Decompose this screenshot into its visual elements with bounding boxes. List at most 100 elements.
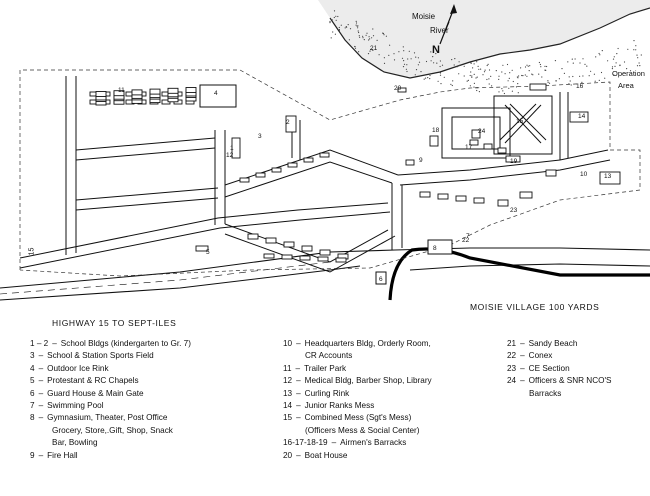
- building: [299, 255, 311, 261]
- stipple-dot: [579, 62, 581, 64]
- building: [497, 147, 507, 154]
- stipple-dot: [511, 90, 513, 92]
- stipple-dot: [484, 69, 486, 71]
- legend-dash: –: [296, 413, 301, 423]
- legend-item: 10–Headquarters Bldg, Orderly Room,: [283, 338, 432, 350]
- stipple-dot: [362, 35, 364, 37]
- legend-item: 11–Trailer Park: [283, 363, 432, 375]
- stipple-dot: [348, 39, 350, 41]
- bldg-15: 15: [516, 118, 524, 125]
- stipple-dot: [540, 66, 542, 68]
- building: [255, 172, 266, 178]
- stipple-dot: [437, 80, 439, 82]
- side-road-label: 15: [28, 247, 36, 256]
- legend-text: Junior Ranks Mess: [304, 401, 375, 411]
- stipple-dot: [604, 77, 606, 79]
- stipple-dot: [555, 80, 557, 82]
- stipple-dot: [463, 65, 465, 67]
- stipple-dot: [329, 22, 331, 24]
- legend-number: 21: [507, 339, 517, 348]
- operation-area-label: Operation Area: [612, 68, 645, 92]
- stipple-dot: [617, 47, 619, 50]
- stipple-dot: [476, 61, 478, 63]
- stipple-dot: [607, 60, 609, 62]
- legend-number: 20: [283, 450, 293, 460]
- stipple-dot: [508, 77, 510, 79]
- stipple-dot: [471, 76, 473, 78]
- bldg-9: 9: [419, 157, 423, 164]
- legend-number: 16-17-18-19: [283, 438, 328, 448]
- stipple-dot: [333, 16, 335, 19]
- stipple-dot: [439, 74, 442, 76]
- stipple-dot: [385, 35, 387, 37]
- stipple-dot: [521, 74, 523, 77]
- stipple-dot: [469, 85, 471, 87]
- stipple-dot: [482, 74, 484, 76]
- building: [247, 233, 259, 240]
- building: [469, 139, 479, 146]
- stipple-dot: [471, 75, 473, 77]
- building: [519, 191, 533, 199]
- legend-dash: –: [296, 376, 301, 386]
- building: [167, 87, 179, 94]
- stipple-dot: [402, 66, 405, 68]
- building: [483, 143, 493, 150]
- stipple-dot: [594, 80, 596, 82]
- stipple-dot: [332, 31, 334, 33]
- stipple-dot: [579, 75, 581, 77]
- stipple-dot: [354, 47, 357, 49]
- legend-number: 11: [283, 363, 292, 373]
- legend-number: 6: [30, 388, 35, 398]
- legend-item: 15–Combined Mess (Sgt's Mess): [283, 412, 432, 424]
- guard-house-6: [375, 271, 387, 285]
- stipple-dot: [463, 75, 465, 77]
- legend-text: Combined Mess (Sgt's Mess): [304, 413, 412, 423]
- stipple-dot: [515, 86, 518, 88]
- stipple-dot: [382, 32, 385, 35]
- building: [303, 157, 314, 163]
- stipple-dot: [524, 74, 526, 76]
- stipple-dot: [517, 77, 519, 79]
- legend-number: 1 – 2: [30, 339, 49, 348]
- stipple-dot: [511, 69, 513, 71]
- stipple-dot: [337, 15, 339, 18]
- stipple-dot: [541, 76, 543, 78]
- building: [473, 197, 485, 204]
- legend-item: 16-17-18-19–Airmen's Barracks: [283, 437, 432, 449]
- legend-number: 24: [507, 376, 517, 386]
- building: [397, 87, 407, 93]
- stipple-dot: [588, 75, 590, 77]
- legend-number: 4: [30, 363, 35, 373]
- building: [437, 193, 449, 200]
- stipple-dot: [599, 54, 601, 56]
- legend-text: School & Station Sports Field: [47, 351, 154, 361]
- north-label: N: [432, 44, 440, 56]
- stipple-dot: [638, 62, 640, 64]
- stipple-dot: [498, 78, 500, 80]
- stipple-dot: [439, 72, 441, 74]
- legend-text: School Bldgs (kindergarten to Gr. 7): [60, 339, 191, 348]
- stipple-dot: [498, 75, 500, 77]
- building: [281, 254, 293, 260]
- bldg-12: 12: [226, 152, 234, 159]
- stipple-dot: [357, 27, 359, 29]
- stipple-dot: [340, 24, 342, 26]
- stipple-dot: [476, 89, 478, 92]
- building: [271, 167, 282, 173]
- gymnasium-8: [427, 239, 453, 255]
- stipple-dot: [365, 34, 367, 36]
- stipple-dot: [522, 75, 524, 77]
- stipple-dot: [367, 53, 370, 55]
- building: [301, 245, 313, 252]
- stipple-dot: [601, 50, 603, 52]
- legend-item: 9–Fire Hall: [30, 450, 191, 462]
- legend-item: 22–Conex: [507, 350, 612, 362]
- legend-item: 4–Outdoor Ice Rink: [30, 363, 191, 375]
- stipple-dot: [563, 72, 566, 74]
- bldg-11: 11: [118, 87, 125, 94]
- stipple-dot: [407, 58, 409, 60]
- stipple-dot: [357, 30, 359, 32]
- stipple-dot: [637, 57, 639, 59]
- bldg-21: 21: [370, 45, 378, 52]
- village-label: MOISIE VILLAGE 100 YARDS: [470, 302, 600, 312]
